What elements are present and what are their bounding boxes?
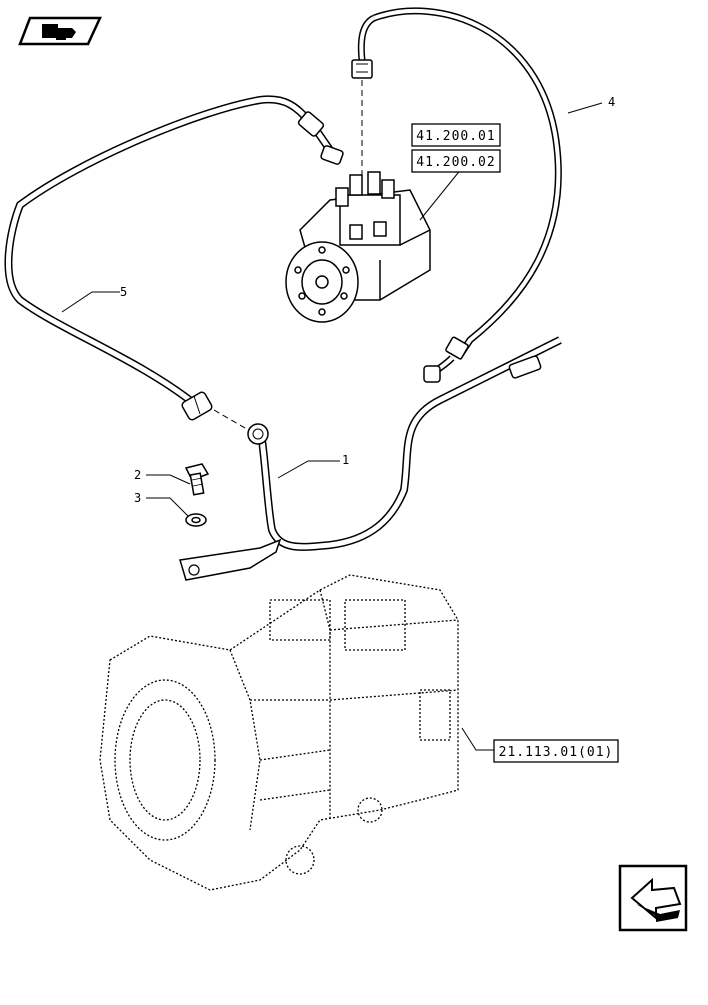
pipe-4 <box>351 7 562 383</box>
ref-21-113-01-box[interactable]: 21.113.01(01) <box>493 739 619 763</box>
ref-41-200-01-box[interactable]: 41.200.01 <box>411 123 501 147</box>
washer-3 <box>185 513 207 527</box>
book-arrow-icon[interactable] <box>18 16 102 46</box>
callout-5: 5 <box>120 285 127 299</box>
leader-lines <box>61 102 603 751</box>
ref-41-200-02-box[interactable]: 41.200.02 <box>411 149 501 173</box>
bolt-2 <box>184 463 210 496</box>
svg-text:21.113.01(01): 21.113.01(01) <box>499 745 614 760</box>
svg-text:41.200.02: 41.200.02 <box>416 155 495 170</box>
steering-unit <box>285 171 431 323</box>
pipe-1 <box>179 336 562 581</box>
callout-1: 1 <box>342 453 349 467</box>
transmission-housing <box>99 574 459 891</box>
callout-3: 3 <box>134 491 141 505</box>
next-page-arrow-icon[interactable] <box>618 864 688 932</box>
alignment-lines <box>213 80 363 433</box>
svg-text:41.200.01: 41.200.01 <box>416 129 495 144</box>
callout-4: 4 <box>608 95 615 109</box>
callout-2: 2 <box>134 468 141 482</box>
pipe-5 <box>4 95 344 421</box>
